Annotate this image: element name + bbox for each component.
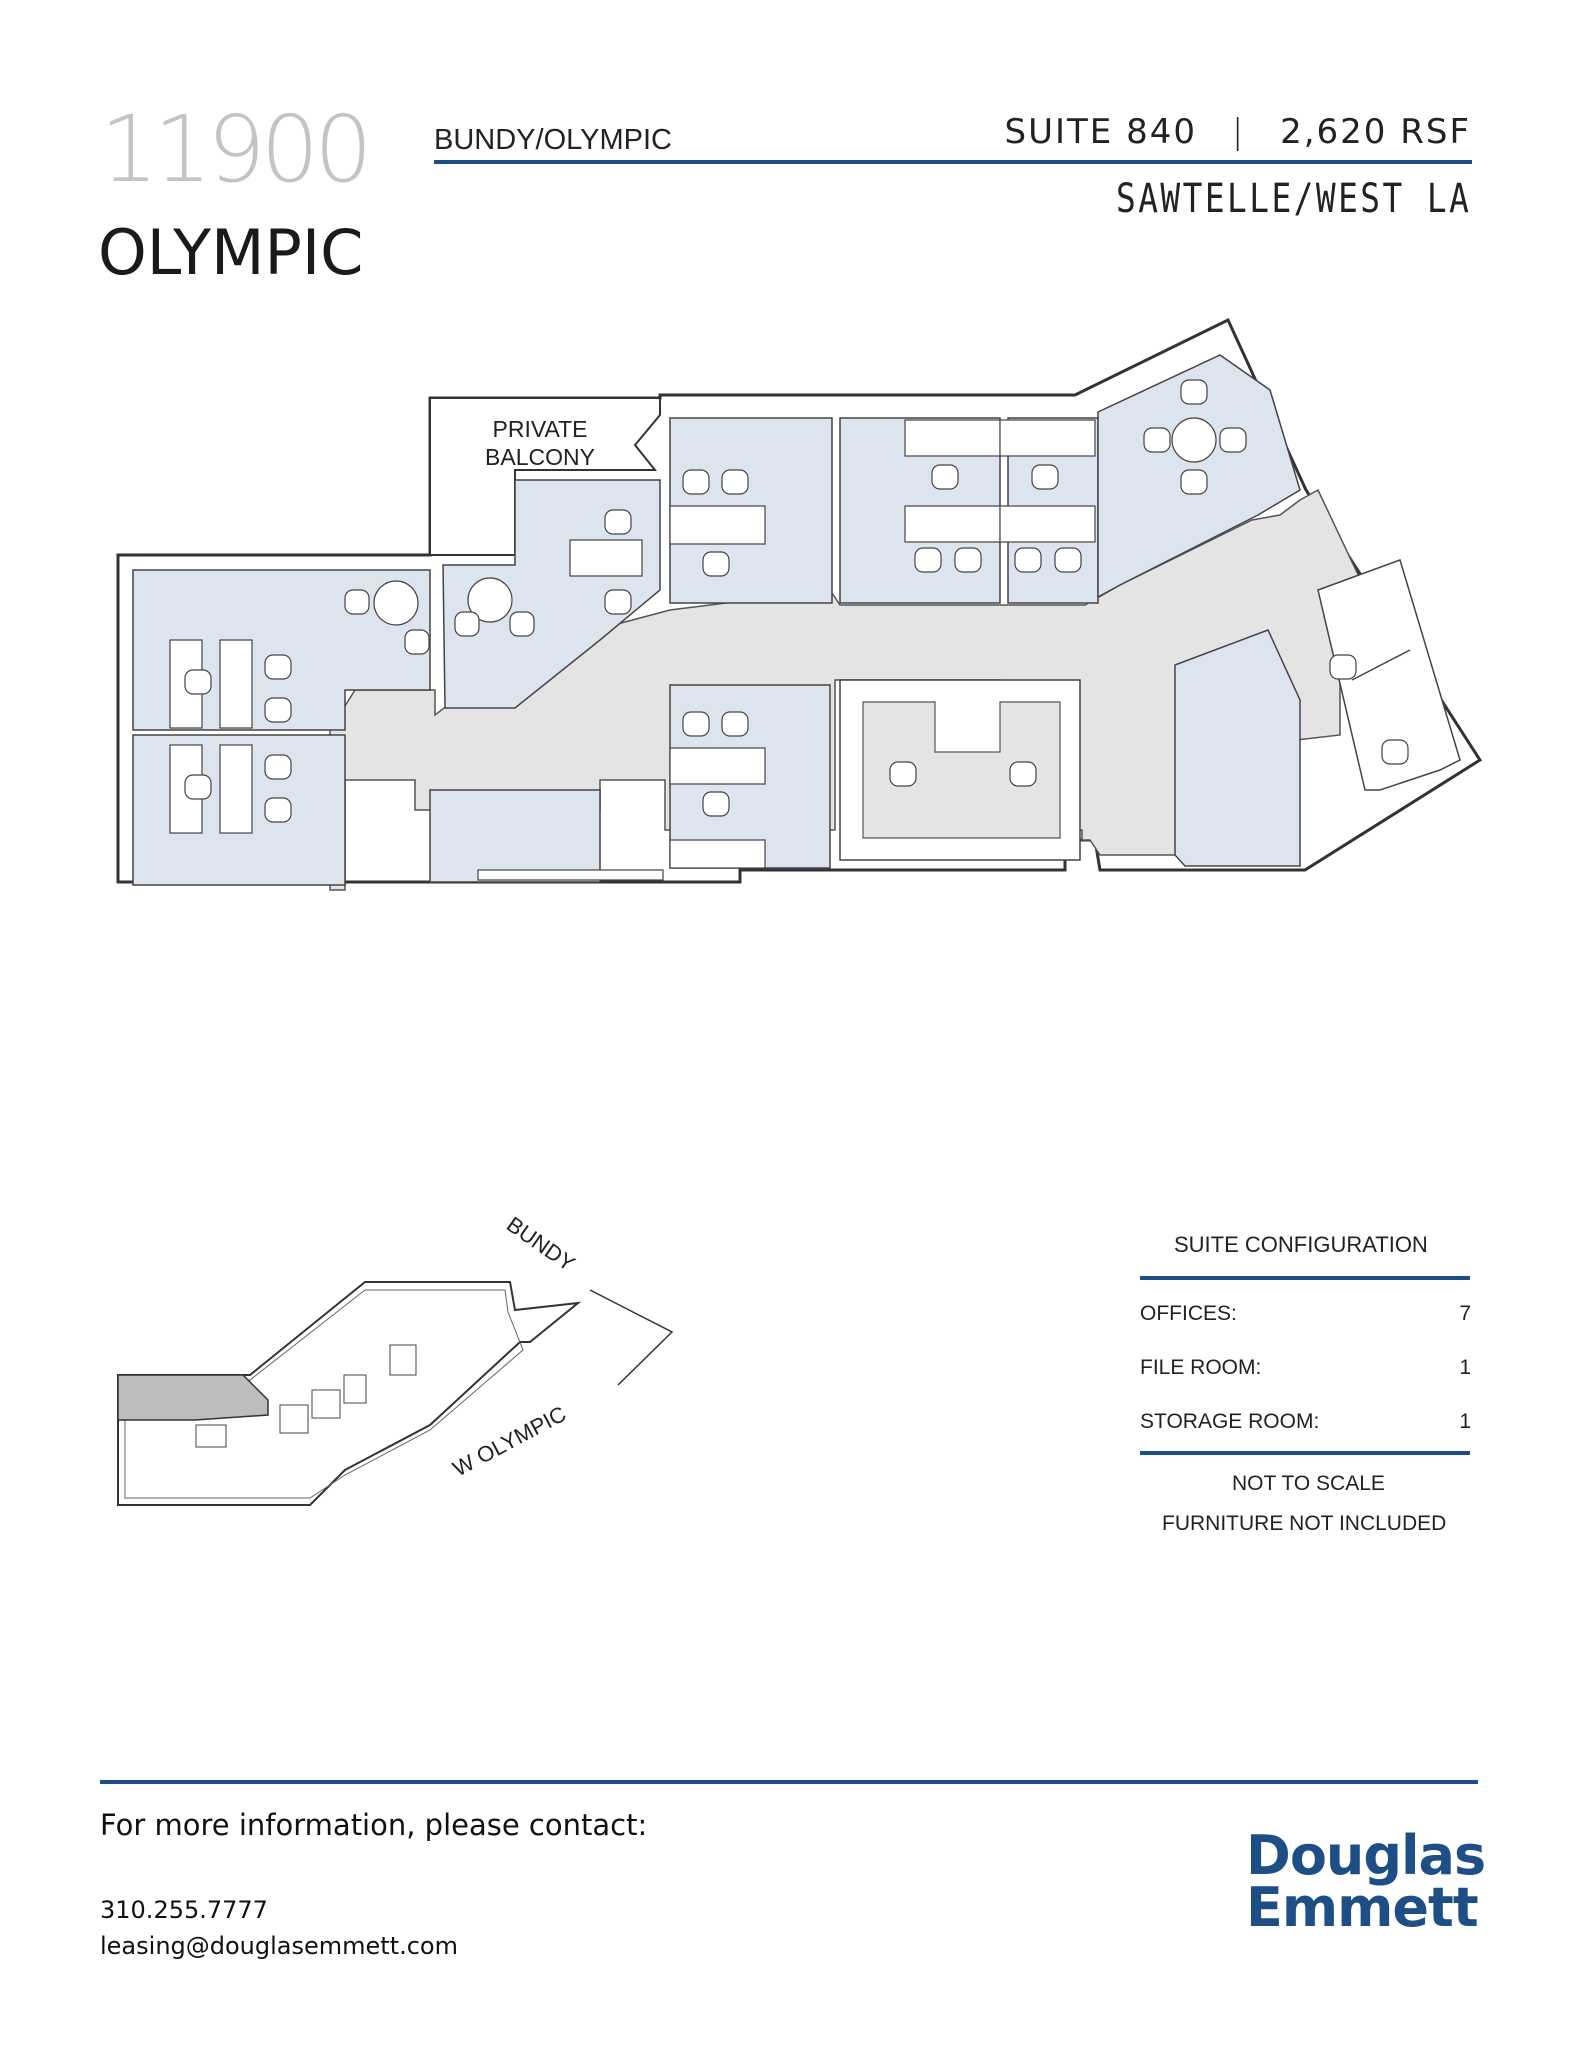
desk (669, 747, 766, 785)
building-inner (124, 1289, 524, 1499)
desk (219, 744, 253, 834)
room-storage-south (429, 789, 601, 883)
chair (604, 589, 632, 615)
chair (721, 711, 749, 737)
config-value-offices: 7 (1459, 1302, 1471, 1325)
desk (219, 639, 253, 729)
chair (264, 654, 292, 680)
chair (954, 547, 982, 573)
round-table (373, 580, 419, 626)
round-table (467, 577, 513, 623)
area-label: SAWTELLE/WEST LA (1115, 176, 1471, 222)
stair (195, 1424, 227, 1448)
chair (1143, 427, 1171, 453)
chair (721, 469, 749, 495)
chair (404, 629, 430, 655)
chair (682, 711, 710, 737)
stair (389, 1344, 417, 1376)
chair (184, 669, 212, 695)
chair (682, 469, 710, 495)
chair (702, 791, 730, 817)
balcony-label-line2: BALCONY (485, 444, 595, 470)
chair (1180, 379, 1208, 405)
chair (914, 547, 942, 573)
chair (702, 551, 730, 577)
note-not-to-scale: NOT TO SCALE (1232, 1472, 1385, 1495)
config-label-file-room: FILE ROOM: (1140, 1356, 1262, 1379)
storage-shelf (477, 869, 664, 881)
north-arrow (589, 1289, 674, 1386)
chair (344, 589, 370, 615)
logo-line1: Douglas (1246, 1824, 1486, 1887)
desk (569, 539, 643, 577)
elevator-core (279, 1404, 309, 1434)
desk (669, 839, 766, 869)
chair (264, 797, 292, 823)
chair (1381, 739, 1409, 765)
chair (1014, 547, 1042, 573)
chair (264, 754, 292, 780)
config-value-storage-room: 1 (1459, 1410, 1471, 1433)
config-title: SUITE CONFIGURATION (1174, 1232, 1428, 1257)
chair (184, 774, 212, 800)
suite-separator: | (1231, 112, 1246, 152)
street-label-w-olympic: W OLYMPIC (449, 1401, 571, 1481)
room-office-balcony (442, 479, 661, 709)
chair (1219, 427, 1247, 453)
chair (1031, 464, 1059, 490)
suite-heading: SUITE 840 | 2,620 RSF (1005, 112, 1471, 152)
chair (1180, 469, 1208, 495)
config-label-storage-room: STORAGE ROOM: (1140, 1410, 1320, 1433)
chair (454, 611, 480, 637)
config-rule-top (1140, 1276, 1470, 1280)
desk (669, 505, 766, 545)
elevator-core (343, 1374, 367, 1404)
room-file (1174, 629, 1301, 867)
contact-phone[interactable]: 310.255.7777 (100, 1896, 268, 1924)
suite-size: 2,620 RSF (1280, 112, 1471, 152)
contact-heading: For more information, please contact: (100, 1808, 648, 1842)
suite-number: SUITE 840 (1004, 112, 1197, 152)
key-plan: BUNDY W OLYMPIC (117, 1212, 674, 1506)
chair (889, 761, 917, 787)
desk (999, 419, 1096, 457)
chair (1009, 761, 1037, 787)
chair (604, 509, 632, 535)
chair (509, 611, 535, 637)
room-office-east (1317, 559, 1461, 791)
config-label-offices: OFFICES: (1140, 1302, 1237, 1325)
chair (1054, 547, 1082, 573)
footer-rule (100, 1780, 1478, 1784)
contact-email[interactable]: leasing@douglasemmett.com (100, 1932, 458, 1960)
header-rule (434, 160, 1472, 164)
round-table (1171, 417, 1217, 463)
note-furniture: FURNITURE NOT INCLUDED (1162, 1512, 1447, 1535)
room-workstation-floor (862, 701, 1061, 839)
logo-line2: Emmett (1246, 1876, 1479, 1939)
private-balcony (429, 397, 661, 556)
company-logo: Douglas Emmett (1246, 1824, 1486, 1939)
chair (931, 464, 959, 490)
floor-plan: PRIVATE BALCONY (116, 317, 1483, 891)
desk (904, 505, 1001, 543)
desk (999, 505, 1096, 543)
chair (1329, 654, 1357, 680)
desk (904, 419, 1001, 457)
partition-east (1351, 649, 1411, 681)
config-value-file-room: 1 (1459, 1356, 1471, 1379)
suite-highlight (117, 1374, 269, 1421)
building-name: OLYMPIC (98, 216, 364, 289)
chair (264, 697, 292, 723)
building-number: 11900 (100, 96, 373, 203)
elevator-core (311, 1389, 341, 1419)
street-label-bundy: BUNDY (502, 1212, 580, 1277)
config-rule-bottom (1140, 1451, 1470, 1455)
submarket-label: BUNDY/OLYMPIC (434, 124, 672, 156)
balcony-label-line1: PRIVATE (493, 416, 588, 442)
